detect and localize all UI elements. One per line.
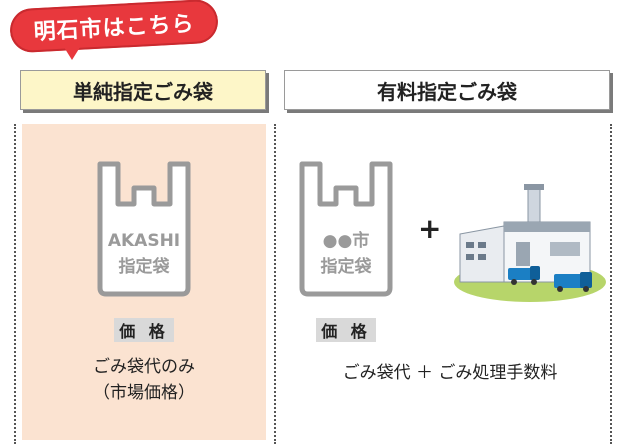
bag-akashi-line1: AKASHI <box>107 231 181 251</box>
price-label-simple: 価 格 <box>114 318 174 342</box>
price-label-paid: 価 格 <box>316 318 376 342</box>
divider-left <box>14 124 16 444</box>
price-simple-line1: ごみ袋代のみ <box>93 357 195 377</box>
factory-with-trucks-icon <box>454 184 606 302</box>
price-paid-text: ごみ袋代 ＋ ごみ処理手数料 <box>342 363 558 383</box>
callout-badge: 明石市はこちら <box>8 0 220 54</box>
header-paid-bag-text: 有料指定ごみ袋 <box>377 79 517 104</box>
bag-city-line2: 指定袋 <box>320 257 372 277</box>
bag-akashi-line2: 指定袋 <box>118 257 170 277</box>
plus-sign: + <box>418 212 442 245</box>
simple-bag-panel: AKASHI 指定袋 価 格 ごみ袋代のみ （市場価格） <box>22 124 266 440</box>
divider-right <box>610 124 612 444</box>
callout-text: 明石市はこちら <box>33 11 196 46</box>
header-paid-bag: 有料指定ごみ袋 <box>284 70 610 110</box>
price-simple-line2: （市場価格） <box>93 383 195 403</box>
header-simple-bag: 単純指定ごみ袋 <box>20 70 266 110</box>
bag-akashi: AKASHI 指定袋 <box>94 158 194 298</box>
bag-city-line1: ●●市 <box>322 231 370 251</box>
divider-middle <box>274 124 276 444</box>
callout-tail <box>62 44 82 60</box>
plastic-bag-icon <box>299 161 393 297</box>
header-simple-bag-text: 単純指定ごみ袋 <box>73 79 213 104</box>
plastic-bag-icon <box>97 161 191 297</box>
bag-city: ●●市 指定袋 <box>296 158 396 298</box>
